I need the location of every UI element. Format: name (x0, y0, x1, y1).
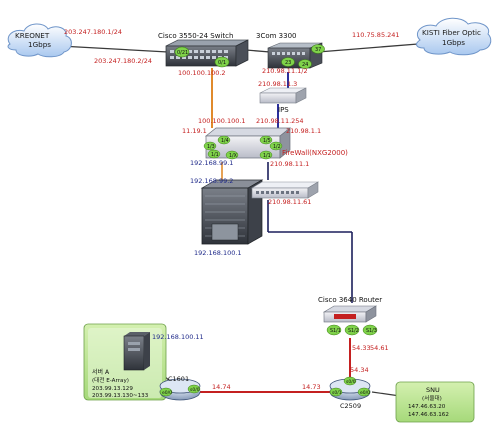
server-a-ip2: 203.99.13.130~133 (92, 393, 149, 399)
fw-port-14: 1/4 (221, 138, 229, 144)
ips-device: IPS (259, 87, 307, 114)
ip-fw-side2: 210.98.1.1 (286, 127, 321, 135)
c1601-port-s00: s0/0 (190, 387, 200, 393)
cisco-3640-router: Cisco 3640 Router S1/1 S1/2 S1/3 (318, 296, 382, 336)
c2509-router: s0/0 s0/1 e0/0 C2509 (329, 376, 371, 410)
ip-fw-right: 210.98.11.254 (256, 117, 304, 125)
cisco-switch-port-a: 0/21 (177, 50, 188, 56)
access-switch-2 (250, 181, 320, 199)
snu-sub: (서울대) (422, 394, 442, 402)
ip-fw-side1: 11.19.1 (182, 127, 207, 135)
fw-port-1x: 1/X (229, 153, 238, 159)
ip-server: 192.168.100.11 (152, 333, 204, 341)
c2509-label: C2509 (340, 402, 361, 410)
ip-link-right: 14.73 (302, 383, 321, 391)
ip-ips: 210.98.11.3 (258, 80, 297, 88)
fw-port-15: 1/5 (263, 138, 271, 144)
kreonet-name: KREONET (15, 31, 50, 40)
router3640-port-s13: S1/3 (366, 328, 377, 334)
cloud-kreonet: KREONET 1Gbps (7, 23, 72, 58)
c2509-port-e00: e0/0 (360, 390, 370, 396)
ip-r-left: 54.33 (352, 344, 371, 352)
ip-switch-left: 203.247.180.2/24 (94, 57, 152, 65)
3com-port-24: 24 (302, 62, 308, 68)
ip-kreonet-link: 203.247.180.1/24 (64, 28, 122, 36)
firewall-nxg2000: 1/4 1/5 1/3 1/2 1/1 1/X 1/1 FireWall(NXG… (203, 127, 348, 160)
kisti-name: KISTI Fiber Optic (422, 28, 481, 37)
cloud-kisti: KISTI Fiber Optic 1Gbps (416, 17, 492, 56)
router3640-port-s11: S1/1 (330, 328, 341, 334)
ip-link-left: 14.74 (212, 383, 231, 391)
ip-fw-bottom-left: 192.168.99.1 (190, 159, 233, 167)
snu-ip2: 147.46.63.162 (408, 412, 449, 418)
fw-port-13: 1/3 (207, 144, 215, 150)
c1601-label: C1601 (168, 375, 189, 383)
cisco-3550-switch: Cisco 3550-24 Switch 0/21 0/1 (158, 32, 249, 68)
ip-core-bottom: 192.168.100.1 (194, 249, 242, 257)
ip-fw-bottom-right: 210.98.11.1 (270, 160, 309, 168)
snu-ip1: 147.46.63.20 (408, 404, 446, 410)
server-a-site: 서버 A (대전 E-Array) 203.99.13.129 203.99.1… (83, 323, 167, 401)
ip-com-bottom: 210.98.11.1/2 (262, 67, 308, 75)
3com-3300-switch: 3Com 3300 23 24 37 (256, 32, 325, 69)
link-kreonet-switch (59, 45, 169, 53)
c2509-port-s00: s0/0 (346, 379, 356, 385)
fw-port-12: 1/2 (273, 144, 281, 150)
cisco-switch-port-b: 0/1 (218, 60, 226, 66)
firewall-label: FireWall(NXG2000) (282, 149, 348, 157)
kreonet-speed: 1Gbps (28, 40, 51, 49)
link-3com-kisti (317, 43, 419, 53)
server-a-label: 서버 A (92, 368, 110, 376)
snu-site: SNU (서울대) 147.46.63.20 147.46.63.162 (395, 381, 475, 423)
core-chassis-switch (200, 179, 264, 245)
ip-labels-blue: 192.168.99.1 192.168.99.2 192.168.100.1 … (152, 159, 242, 341)
router3640-port-s12: S1/2 (348, 328, 359, 334)
ip-r-right: 54.61 (370, 344, 389, 352)
snu-label: SNU (426, 386, 440, 394)
ip-switch-down: 100.100.100.2 (178, 69, 226, 77)
server-a-ip1: 203.99.13.129 (92, 386, 133, 392)
ip-fw-left: 100.100.100.1 (198, 117, 246, 125)
c2509-port-s01: s0/1 (332, 390, 342, 396)
router3640-label: Cisco 3640 Router (318, 296, 382, 304)
3com-port-37: 37 (315, 47, 321, 53)
fw-port-11b: 1/1 (263, 153, 271, 159)
server-a-sub: (대전 E-Array) (92, 376, 129, 384)
3com-port-23: 23 (285, 60, 291, 66)
c1601-port-e00: e0/0 (162, 390, 172, 396)
ips-label: IPS (278, 106, 289, 114)
ip-core-top: 192.168.99.2 (190, 177, 233, 185)
ip-c2509-top: 54.34 (350, 366, 369, 374)
c1601-router: C1601 e0/0 s0/0 (159, 375, 201, 401)
fw-port-11: 1/1 (211, 152, 219, 158)
ip-com-kisti: 110.75.85.241 (352, 31, 400, 39)
link-c2509-snu (371, 391, 401, 397)
3com-label: 3Com 3300 (256, 32, 296, 40)
ip-labels: 203.247.180.1/24 203.247.180.2/24 100.10… (64, 28, 400, 391)
cisco-switch-label: Cisco 3550-24 Switch (158, 32, 233, 40)
link-switch-3com (245, 49, 271, 53)
kisti-speed: 1Gbps (442, 38, 465, 47)
ip-sw2: 210.98.11.61 (268, 198, 311, 206)
